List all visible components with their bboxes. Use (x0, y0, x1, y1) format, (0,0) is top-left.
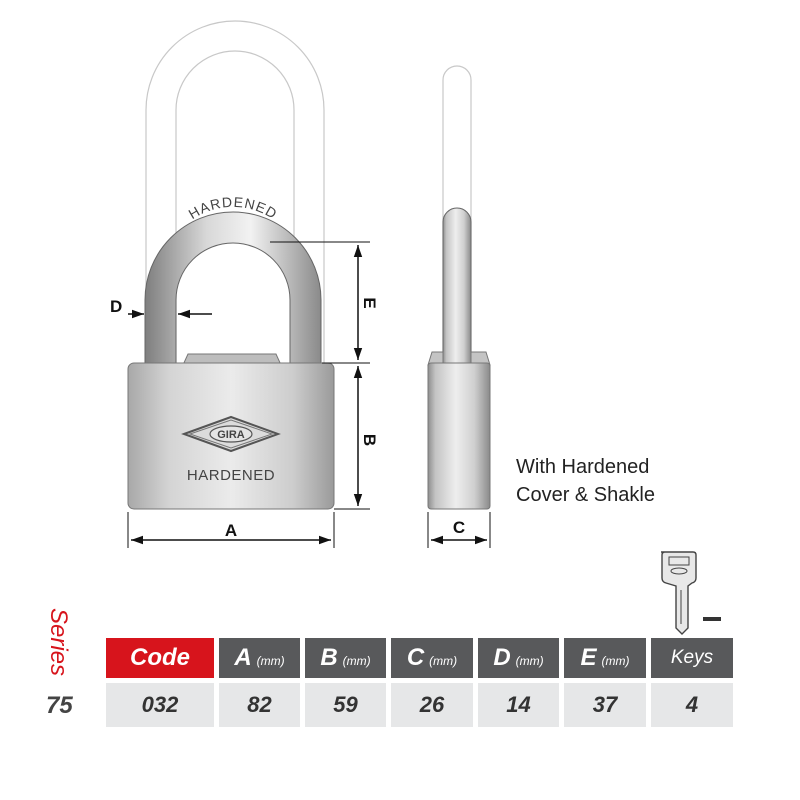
series-number: 75 (46, 692, 73, 719)
dim-d-label: D (110, 297, 122, 316)
header-e: E (mm) (564, 638, 646, 678)
caption-line-1: With Hardened (516, 456, 650, 478)
key-icon (661, 551, 721, 635)
side-shackle (442, 207, 472, 366)
header-a: A (mm) (219, 638, 300, 678)
value-c: 26 (391, 683, 473, 727)
header-code: Code (106, 638, 214, 678)
value-a: 82 (219, 683, 300, 727)
series-label: Series (44, 600, 84, 680)
header-keys: Keys (651, 638, 733, 678)
value-e: 37 (564, 683, 646, 727)
header-keys-label: Keys (670, 647, 714, 668)
header-d-unit: (mm) (515, 654, 544, 668)
dim-e-label: E (360, 297, 379, 308)
header-code-label: Code (130, 644, 190, 671)
header-c-unit: (mm) (429, 654, 458, 668)
dim-b-label: B (360, 434, 379, 446)
header-d-label: D (493, 644, 511, 671)
gira-brand-text: GIRA (217, 429, 245, 441)
caption-line-2: Cover & Shakle (516, 484, 655, 506)
value-b: 59 (305, 683, 386, 727)
header-d: D (mm) (478, 638, 559, 678)
side-lock-body (427, 362, 491, 510)
value-code: 032 (106, 683, 214, 727)
series-label-text: Series (45, 607, 73, 677)
value-d: 14 (478, 683, 559, 727)
header-b: B (mm) (305, 638, 386, 678)
header-c: C (mm) (391, 638, 473, 678)
header-b-unit: (mm) (342, 654, 371, 668)
dim-c-label: C (453, 518, 465, 537)
side-long-shackle-outline (442, 65, 472, 365)
long-shackle-outline (145, 20, 325, 365)
header-e-unit: (mm) (601, 654, 630, 668)
value-keys: 4 (651, 683, 733, 727)
header-b-label: B (320, 644, 338, 671)
header-c-label: C (406, 644, 425, 671)
body-hardened-text: HARDENED (187, 467, 275, 484)
header-a-label: A (234, 644, 252, 671)
dim-a-label: A (225, 521, 237, 540)
header-a-unit: (mm) (256, 654, 285, 668)
caption: With Hardened Cover & Shakle (516, 453, 655, 509)
header-e-label: E (580, 644, 597, 671)
shackle (144, 211, 322, 366)
